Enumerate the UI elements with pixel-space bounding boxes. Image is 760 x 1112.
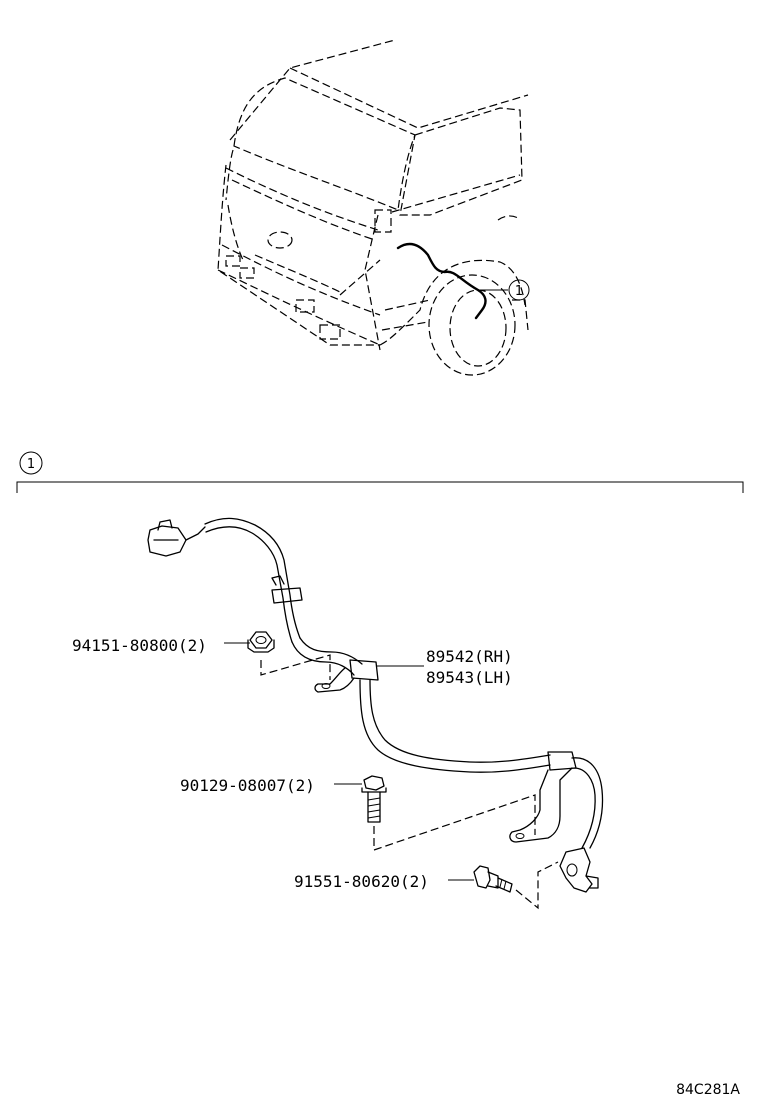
harness-cable-end-a [571,757,604,849]
harness-clip-lower [547,751,577,771]
bolt-shank [367,791,381,823]
truck-bumper-bottom [217,269,381,346]
bolt-flange [361,787,387,793]
abs-sensor-harness [147,517,604,893]
part-label-90129: 90129-08007(2) [180,776,362,795]
truck-step [384,299,431,311]
truck-grille-line [254,254,341,293]
hardware-bolt [361,775,536,851]
part-number-94151: 94151-80800(2) [72,636,207,655]
nut-icon [249,631,273,649]
harness-connector [147,525,187,557]
section-bracket [16,481,744,493]
truck-wheel [428,274,516,376]
harness-cable-upper-a [204,517,301,639]
part-label-94151: 94151-80800(2) [72,636,250,655]
bolt-head-icon [363,775,385,791]
truck-side-window [399,107,523,216]
section-marker-number: 1 [27,457,35,472]
harness-cable-lower-b [359,679,551,773]
bracket-hole-lower [515,833,525,839]
screw-threads [499,878,507,890]
speed-sensor-eye [566,863,578,877]
bracket-hole-upper [321,683,331,689]
truck-roof-side-edge [289,67,529,129]
callout-circle [508,279,530,301]
truck-door-line [391,174,521,213]
harness-cable-lower-a [369,679,551,763]
harness-clip-upper-tab [271,575,285,586]
nut-leader-dashed [260,654,331,680]
harness-cable-mid-a [299,637,363,665]
truck-fog-lamp-left [225,255,241,267]
truck-fender-line [339,259,381,296]
truck-windshield [233,77,416,211]
bolt-leader-dashed [373,794,536,851]
truck-wheel-rim [449,289,507,367]
screw-head-icon [473,865,491,889]
truck-step-2 [381,321,429,331]
screw-leader-dashed [515,861,559,910]
screw-shank [495,877,513,893]
truck-lamp-right-2 [319,324,341,340]
truck-door-front-edge [364,214,381,351]
truck-bumper-top [221,244,381,316]
harness-connector-tab [157,519,173,531]
truck-hood-line [225,167,379,231]
truck-harness-highlight [396,242,487,320]
part-number-90129: 90129-08007(2) [180,776,315,795]
harness-bracket-upper [314,667,355,693]
bolt-threads [367,797,381,819]
truck-handle [497,215,519,221]
truck-front-face [217,164,380,346]
section-marker-circle [19,451,43,475]
truck-roof-front-edge [229,39,396,141]
diagram-code: 84C281A [676,1082,740,1098]
truck-illustration: 1 [217,39,530,376]
speed-sensor-tip [585,875,599,889]
harness-connector-boot [185,526,206,541]
nut-hole [255,636,267,644]
speed-sensor-body [559,847,593,893]
truck-headlight-left [227,204,245,263]
truck-hood-line-2 [231,179,376,241]
harness-grommet [349,659,379,681]
harness-bracket-lower [509,767,573,843]
truck-lamp-right [295,299,315,313]
harness-cable-upper-b [205,526,293,643]
callout-number: 1 [515,284,523,299]
part-number-89542: 89542(RH) [426,647,513,666]
truck-fog-lamp-left-2 [239,267,255,279]
hardware-nut [247,631,331,680]
truck-mirror [374,209,392,233]
truck-emblem [267,231,293,249]
part-label-89542: 89542(RH) 89543(LH) [376,647,513,687]
harness-cable-mid-b [291,641,355,676]
harness-clip-upper [271,587,303,604]
hardware-screw [473,861,559,910]
section-header: 1 [16,451,744,493]
part-number-91551: 91551-80620(2) [294,872,429,891]
harness-cable-end-b [573,767,596,849]
truck-a-pillar [225,149,234,201]
nut-flange [247,639,275,653]
part-number-89543: 89543(LH) [426,668,513,687]
screw-washer [487,871,499,889]
part-label-91551: 91551-80620(2) [294,872,474,891]
